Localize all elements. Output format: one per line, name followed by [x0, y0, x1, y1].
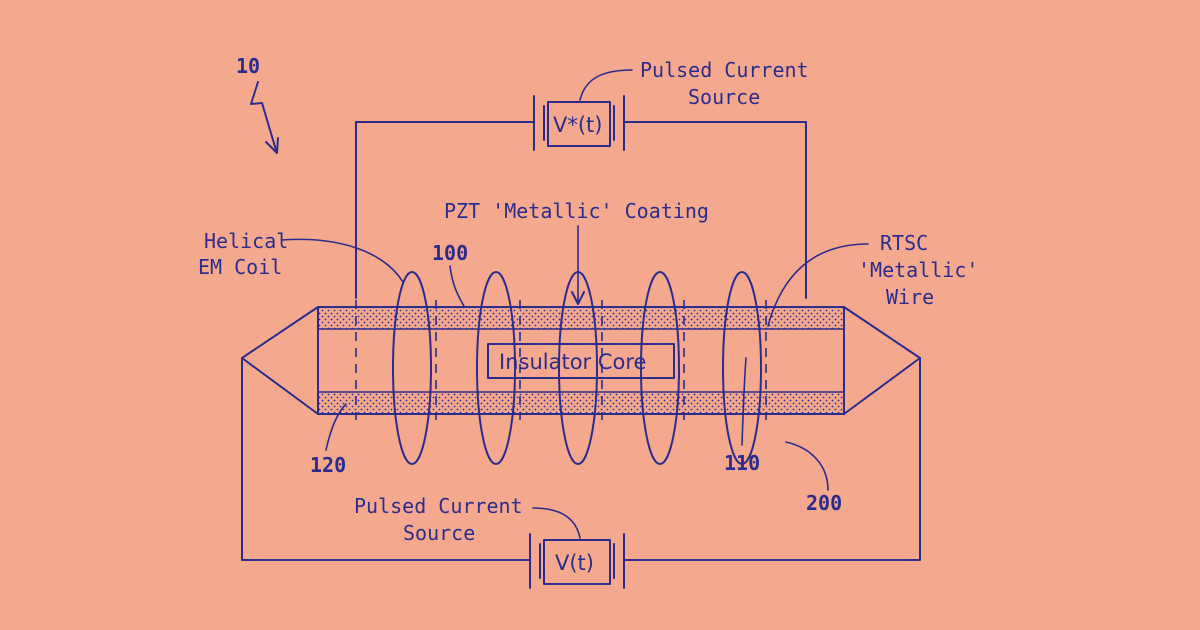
coil-hidden-segments	[355, 300, 767, 420]
numeral-100-leader	[449, 265, 465, 307]
numeral-120: 120	[310, 453, 346, 477]
numeral-100: 100	[432, 241, 468, 265]
coating-arrow	[571, 225, 585, 305]
wire-label-line1: RTSC	[880, 231, 928, 255]
top-circuit-wire	[355, 121, 807, 299]
coil-label-leader	[281, 238, 404, 283]
wire-label-line2: 'Metallic'	[858, 258, 978, 282]
reference-numeral-10: 10	[236, 54, 260, 78]
insulator-core-label: Insulator Core	[499, 350, 646, 374]
reference-arrow	[250, 81, 279, 154]
bottom-source-leader	[532, 507, 581, 539]
bottom-pulsed-current-source: V(t)	[529, 533, 625, 589]
left-wire-end	[241, 306, 319, 415]
bottom-coating-band	[318, 392, 844, 414]
coil-label-line1: Helical	[204, 229, 288, 253]
numeral-200: 200	[806, 491, 842, 515]
top-source-value: V*(t)	[553, 113, 603, 137]
bottom-source-label-line1: Pulsed Current	[354, 494, 523, 518]
numeral-110: 110	[724, 451, 760, 475]
numeral-110-leader	[741, 357, 747, 446]
coating-label: PZT 'Metallic' Coating	[444, 199, 709, 223]
numeral-200-leader	[785, 441, 829, 491]
insulator-core-box: Insulator Core	[487, 343, 675, 379]
right-wire-end	[843, 306, 921, 415]
bottom-source-label-line2: Source	[403, 521, 475, 545]
wire-label-leader	[767, 243, 869, 327]
top-source-label-line1: Pulsed Current	[640, 58, 809, 82]
coil-label-line2: EM Coil	[198, 255, 282, 279]
numeral-120-leader	[325, 403, 347, 451]
helical-em-coil	[392, 271, 762, 465]
top-source-label-line2: Source	[688, 85, 760, 109]
bottom-circuit-wire	[241, 357, 921, 561]
wire-label-line3: Wire	[886, 285, 934, 309]
top-source-leader	[579, 69, 633, 101]
rtsc-wire-body	[317, 306, 845, 415]
top-coating-band	[318, 307, 844, 329]
bottom-source-value: V(t)	[555, 551, 594, 575]
top-pulsed-current-source: V*(t)	[533, 95, 625, 151]
